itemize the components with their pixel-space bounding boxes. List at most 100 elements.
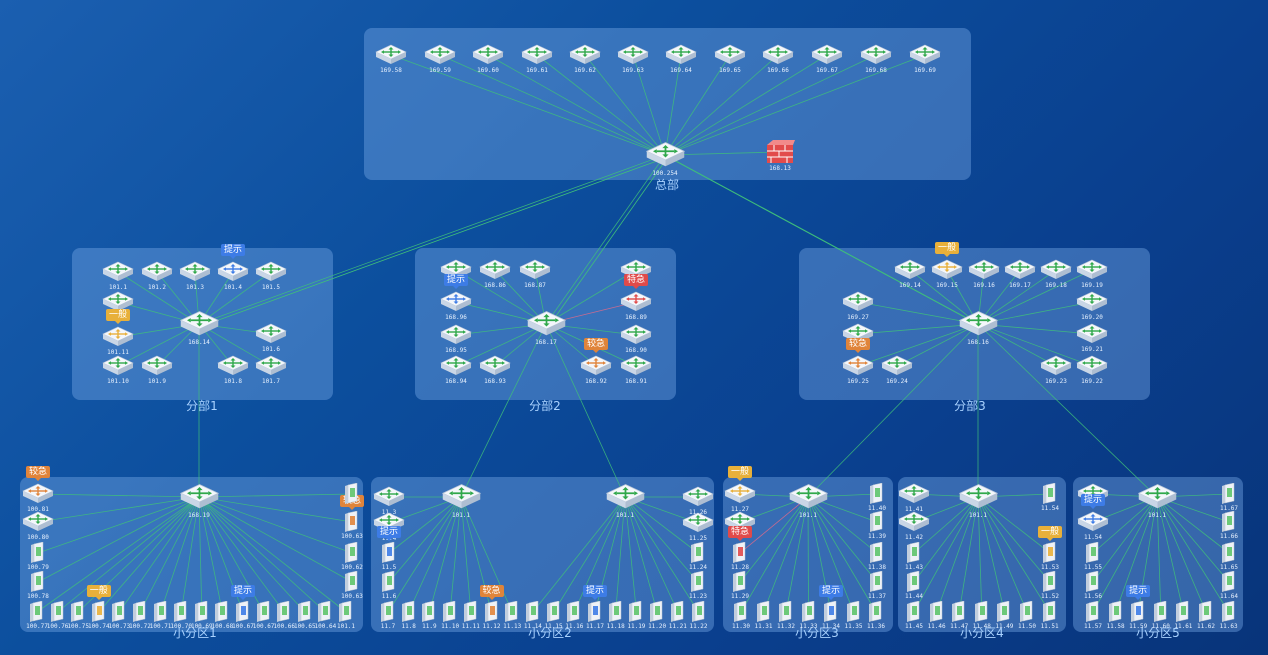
node-s2_19[interactable]: 11.19 [606,601,666,631]
node-s4_core[interactable]: 101.1 [948,482,1008,520]
node-s5_66[interactable]: 11.66 [1199,511,1259,541]
node-s4_45[interactable]: 11.45 [884,601,944,631]
node-s2_18[interactable]: 11.18 [586,601,646,631]
alert-badge-tishi[interactable]: 提示 [220,244,246,259]
alert-badge-tishi[interactable]: 提示 [1080,494,1106,509]
node-b1_2[interactable]: 101.2 [127,260,187,292]
node-b2_90[interactable]: 168.90 [606,323,666,355]
alert-badge-jiaoji[interactable]: 较急 [479,585,504,600]
node-s1_75[interactable]: 100.75 [48,601,108,631]
node-b3_21[interactable]: 169.21 [1062,322,1122,354]
node-s4_50[interactable]: 11.50 [997,601,1057,631]
node-s1_65[interactable]: 100.65 [275,601,335,631]
node-b1_7[interactable]: 101.7 [241,354,301,386]
node-s3_core[interactable]: 101.1 [778,482,838,520]
node-s3_30[interactable]: 11.30 [711,601,771,631]
node-s2_14[interactable]: 11.14 [503,601,563,631]
node-h69[interactable]: 169.69 [895,43,955,75]
node-s1_77[interactable]: 100.77 [7,601,67,631]
alert-badge-tishi[interactable]: 提示 [230,585,256,600]
node-b2_core[interactable]: 168.17 [516,309,576,347]
node-s1_70[interactable]: 100.70 [151,601,211,631]
node-h62[interactable]: 169.62 [555,43,615,75]
node-s2_20[interactable]: 11.20 [627,601,687,631]
node-s2_9[interactable]: 11.9 [399,601,459,631]
node-s1_62[interactable]: 100.62 [322,542,382,572]
node-s2_21[interactable]: 11.21 [648,601,708,631]
node-s2_26[interactable]: 11.26 [668,485,728,517]
node-h64[interactable]: 169.64 [651,43,711,75]
node-s1_79[interactable]: 100.79 [8,542,68,572]
node-s5_67[interactable]: 11.67 [1199,483,1259,513]
alert-badge-tishi[interactable]: 提示 [582,585,608,600]
node-b3_18[interactable]: 169.18 [1026,258,1086,290]
alert-badge-tishi[interactable]: 提示 [1126,585,1151,600]
node-b1_10[interactable]: 101.10 [88,354,148,386]
node-fw[interactable]: 168.13 [750,139,810,173]
node-s1_80[interactable]: 100.80 [8,510,68,542]
node-s4_51[interactable]: 11.51 [1020,601,1080,631]
node-s1_72[interactable]: 100.72 [110,601,170,631]
node-b3_16[interactable]: 169.16 [954,258,1014,290]
node-s2_13[interactable]: 11.13 [482,601,542,631]
node-b1_8[interactable]: 101.8 [203,354,263,386]
node-s5_58[interactable]: 11.58 [1086,601,1146,631]
node-s5_core[interactable]: 101.1 [1127,482,1187,520]
node-s3_33[interactable]: 11.33 [779,601,839,631]
node-s3_32[interactable]: 11.32 [756,601,816,631]
node-s3_39[interactable]: 11.39 [847,511,907,541]
alert-badge-tishi[interactable]: 提示 [443,274,469,289]
node-s2_22[interactable]: 11.22 [669,601,729,631]
node-s1_69[interactable]: 100.69 [172,601,232,631]
node-b2_93[interactable]: 168.93 [465,354,525,386]
node-s3_29[interactable]: 11.29 [710,571,770,601]
node-s1_73[interactable]: 100.73 [89,601,149,631]
node-s4_42[interactable]: 11.42 [884,510,944,542]
node-s2_16[interactable]: 11.16 [544,601,604,631]
alert-badge-teji[interactable]: 特急 [623,274,649,289]
node-b3_23[interactable]: 169.23 [1026,354,1086,386]
node-h59[interactable]: 169.59 [410,43,470,75]
node-s4_41[interactable]: 11.41 [884,482,944,514]
node-s2_25[interactable]: 11.25 [668,511,728,543]
alert-badge-yiban[interactable]: 一般 [1037,526,1063,541]
node-s2_10[interactable]: 11.10 [420,601,480,631]
node-b1_1[interactable]: 101.1 [88,260,148,292]
node-s4_43[interactable]: 11.43 [884,542,944,572]
alert-badge-tishi[interactable]: 提示 [376,526,402,541]
node-s3_36[interactable]: 11.36 [846,601,906,631]
node-s1_76[interactable]: 100.76 [28,601,88,631]
node-b1_core[interactable]: 168.14 [169,309,229,347]
node-h67[interactable]: 169.67 [797,43,857,75]
alert-badge-yiban[interactable]: 一般 [934,242,960,257]
node-h61[interactable]: 169.61 [507,43,567,75]
node-b1_x[interactable] [88,290,148,314]
node-b3_27[interactable]: 169.27 [828,290,888,322]
node-s5_63[interactable]: 11.63 [1199,601,1259,631]
node-s1_68[interactable]: 100.68 [192,601,252,631]
alert-badge-yiban[interactable]: 一般 [105,309,131,324]
node-b2_95[interactable]: 168.95 [426,323,486,355]
node-s1_64[interactable]: 100.64 [295,601,355,631]
node-b1_6[interactable]: 101.6 [241,322,301,354]
node-b3_26[interactable] [828,322,888,346]
node-b3_24[interactable]: 169.24 [867,354,927,386]
node-s1_core[interactable]: 168.19 [169,482,229,520]
node-s1_71[interactable]: 100.71 [131,601,191,631]
alert-badge-jiaoji[interactable]: 较急 [845,338,871,353]
node-s4_52[interactable]: 11.52 [1020,571,1080,601]
alert-badge-teji[interactable]: 特急 [727,526,753,541]
